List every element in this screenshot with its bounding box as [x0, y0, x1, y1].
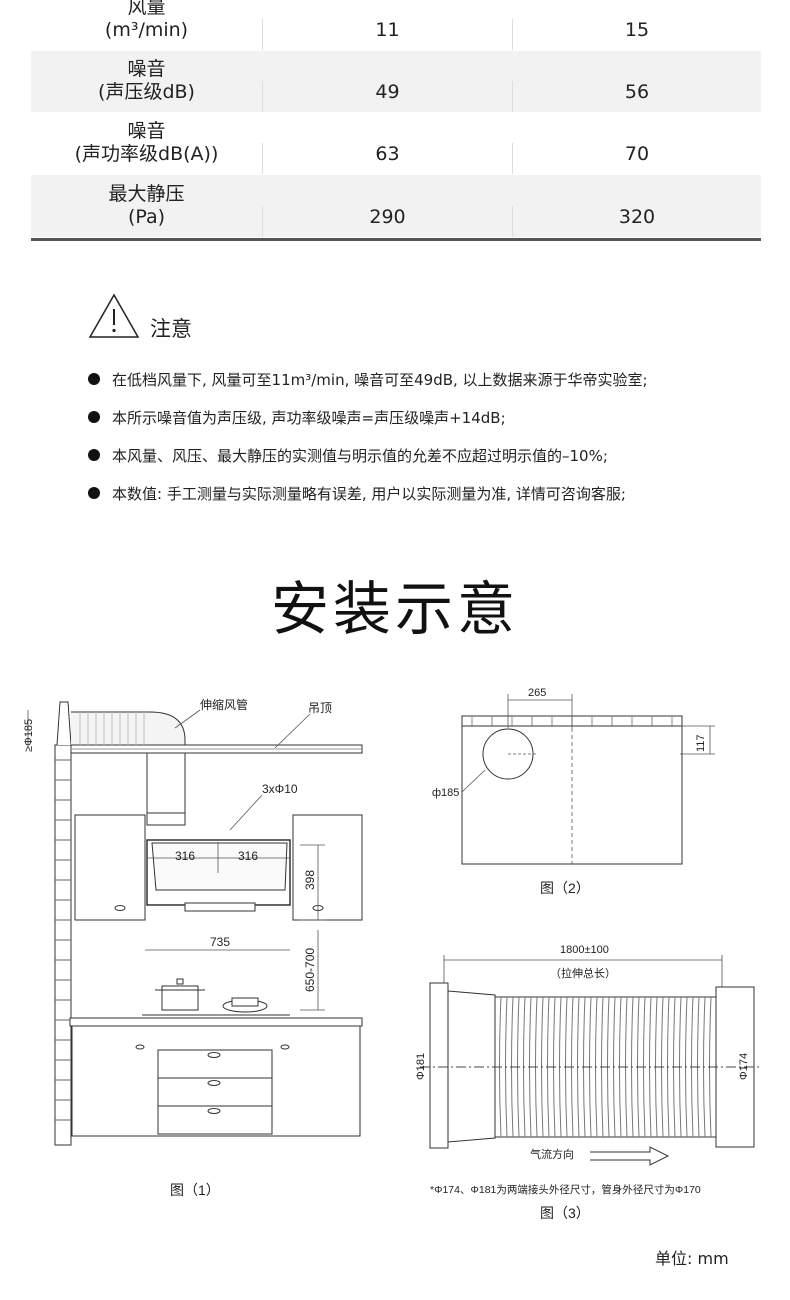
figure-caption: 图（2）: [540, 880, 590, 896]
dim-398: 398: [303, 870, 317, 890]
ceiling-label: 吊顶: [308, 701, 332, 715]
value-cell: 320: [512, 206, 761, 237]
value-cell: 290: [262, 206, 512, 237]
list-item: 本风量、风压、最大静压的实测值与明示值的允差不应超过明示值的–10%;: [88, 436, 768, 474]
notice-list: 在低档风量下, 风量可至11m³/min, 噪音可至49dB, 以上数据来源于华…: [88, 360, 768, 512]
section-title: 安装示意: [270, 575, 519, 643]
bullet-icon: [88, 411, 100, 423]
bullet-icon: [88, 449, 100, 461]
hole-label: 3xΦ10: [262, 782, 298, 796]
row-label: 最大静压: [108, 183, 185, 205]
installation-diagram: 伸缩风管 吊顶 3xΦ10 316 316 735 398 650-700 ≥Φ…: [23, 697, 363, 1198]
table-row: 噪音(声功率级dB(A)) 63 70: [31, 113, 761, 175]
back-panel-diagram: 265 117 ф185 图（2）: [432, 687, 715, 896]
row-label: 噪音: [127, 58, 166, 80]
list-item: 在低档风量下, 风量可至11m³/min, 噪音可至49dB, 以上数据来源于华…: [88, 360, 768, 398]
dim-316-left: 316: [175, 849, 195, 863]
bullet-icon: [88, 373, 100, 385]
unit-label: 单位: mm: [655, 1249, 729, 1268]
list-item: 本数值: 手工测量与实际测量略有误差, 用户以实际测量为准, 详情可咨询客服;: [88, 474, 768, 512]
dim-phi185: ≥Φ185: [23, 719, 35, 752]
dim-316-right: 316: [238, 849, 258, 863]
value-cell: 11: [262, 19, 512, 50]
length-label: 1800±100: [560, 944, 609, 956]
value-cell: 63: [262, 143, 512, 174]
dim-735: 735: [210, 935, 230, 949]
row-label: 噪音: [127, 120, 166, 142]
row-unit: (声压级dB): [98, 81, 195, 103]
row-unit: (Pa): [127, 206, 166, 228]
dim-phi181: Φ181: [415, 1053, 427, 1080]
value-cell: 49: [262, 81, 512, 112]
footnote: *Φ174、Φ181为两端接头外径尺寸，管身外径尺寸为Φ170: [430, 1183, 701, 1196]
bullet-icon: [88, 487, 100, 499]
dim-phi185: ф185: [432, 787, 459, 799]
row-unit: (声功率级dB(A)): [74, 143, 219, 165]
row-label: 风量: [127, 0, 166, 18]
dim-phi174: Φ174: [738, 1053, 750, 1080]
length-note: （拉伸总长）: [550, 966, 616, 980]
dim-117: 117: [695, 734, 707, 752]
table-row: 噪音(声压级dB) 49 56: [31, 51, 761, 113]
pipe-label: 伸缩风管: [200, 697, 248, 712]
table-row: 最大静压(Pa) 290 320: [31, 175, 761, 238]
dim-650-700: 650-700: [303, 948, 317, 992]
warning-icon: [88, 293, 140, 338]
spec-table: 风量(m³/min) 11 15 噪音(声压级dB) 49 56 噪音(声功率级…: [31, 0, 761, 241]
value-cell: 70: [512, 143, 761, 174]
notice-title: 注意: [150, 317, 192, 341]
flow-direction-label: 气流方向: [530, 1147, 574, 1161]
row-unit: (m³/min): [104, 19, 189, 41]
value-cell: 15: [512, 19, 761, 50]
table-row: 风量(m³/min) 11 15: [31, 0, 761, 51]
flex-duct-diagram: 1800±100 （拉伸总长） Φ181 Φ174 气流方向 *Φ174、Φ18…: [415, 944, 760, 1221]
list-item: 本所示噪音值为声压级, 声功率级噪声=声压级噪声+14dB;: [88, 398, 768, 436]
table-bottom-rule: [31, 238, 761, 241]
figure-caption: 图（1）: [170, 1182, 220, 1198]
value-cell: 56: [512, 81, 761, 112]
figure-caption: 图（3）: [540, 1205, 590, 1221]
dim-265: 265: [528, 687, 546, 699]
